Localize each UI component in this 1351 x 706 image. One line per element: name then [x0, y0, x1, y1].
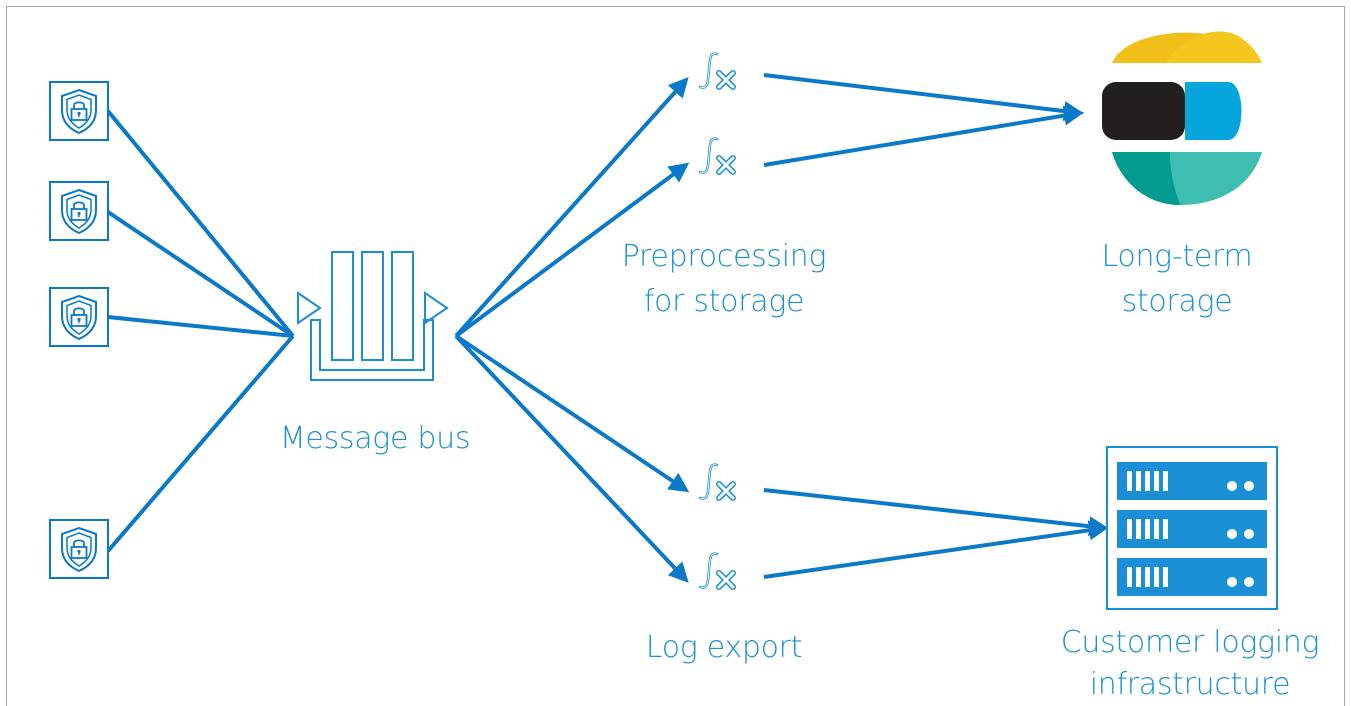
function-to-storage-arrows — [763, 73, 1109, 579]
server-rack-icon — [1106, 446, 1278, 610]
long-term-label-line1: Long-term — [1102, 239, 1253, 274]
log-export-function-icon-2 — [700, 554, 733, 588]
server-unit-1 — [1117, 462, 1267, 500]
server-unit-3 — [1117, 558, 1267, 596]
source-shield-icon-4 — [49, 519, 109, 579]
customer-label-line2: infrastructure — [1090, 667, 1291, 702]
customer-label-line1: Customer logging — [1061, 625, 1320, 660]
elasticsearch-logo-icon — [1102, 31, 1262, 205]
log-export-label: Log export — [646, 630, 802, 665]
log-export-function-icon-1 — [700, 465, 733, 499]
server-unit-2 — [1117, 510, 1267, 548]
preprocessing-function-icon-1 — [700, 54, 733, 88]
preprocessing-label-line1: Preprocessing — [622, 239, 826, 274]
source-shield-icon-1 — [49, 81, 109, 141]
message-bus-icon — [297, 251, 449, 381]
source-shield-icon-3 — [49, 287, 109, 347]
source-connectors — [106, 109, 295, 553]
preprocessing-function-icon-2 — [700, 139, 733, 173]
long-term-label-line2: storage — [1122, 284, 1233, 319]
preprocessing-label-line2: for storage — [644, 284, 804, 319]
bus-to-function-arrows — [454, 77, 690, 583]
source-shield-icon-2 — [49, 181, 109, 241]
message-bus-label: Message bus — [280, 421, 470, 456]
diagram-frame — [6, 6, 1345, 706]
